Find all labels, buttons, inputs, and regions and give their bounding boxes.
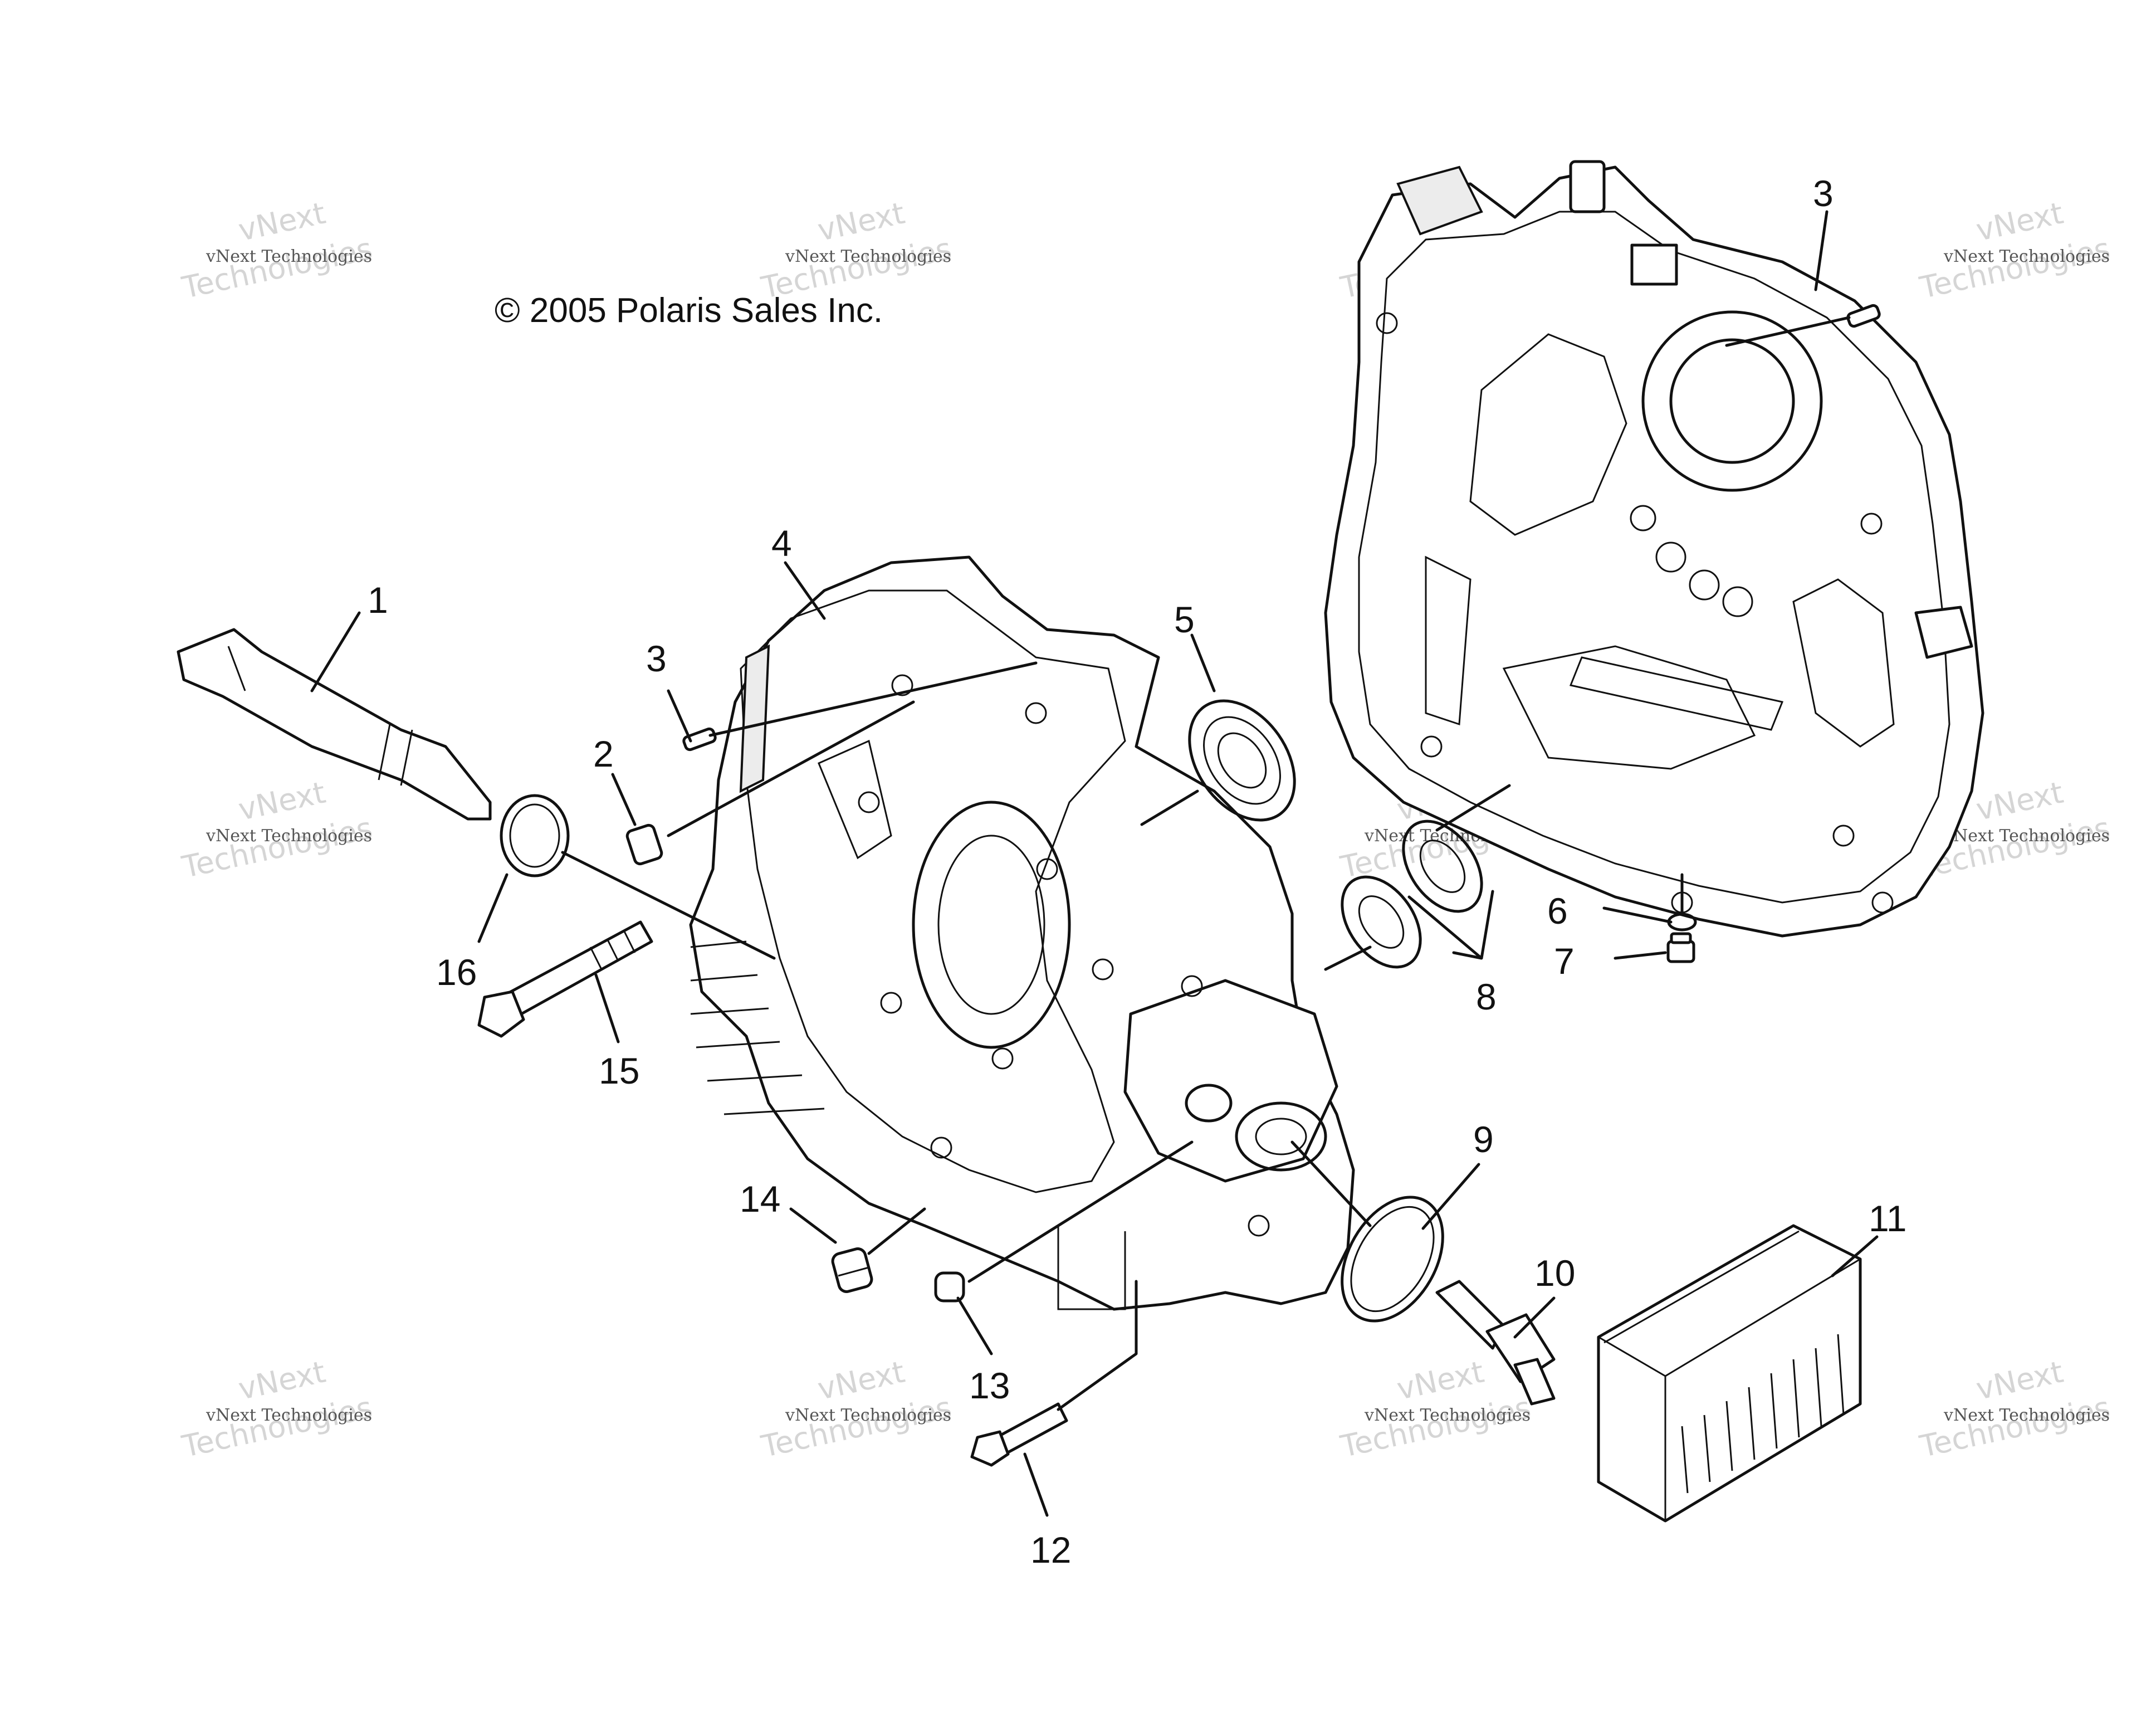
watermark-big-top: vNext <box>235 196 328 248</box>
main-bearing <box>1188 699 1296 822</box>
dowel-pin-right <box>1846 304 1881 328</box>
watermark-small: vNext Technologies <box>785 1406 951 1425</box>
plug-cap <box>934 1271 965 1303</box>
callout-3-left: 3 <box>646 638 667 679</box>
dipstick <box>177 628 492 821</box>
watermark-small: vNext Technologies <box>1943 1406 2110 1425</box>
watermark-big-bottom: Technologies <box>1337 1390 1534 1465</box>
watermark-small: vNext Technologies <box>785 247 951 266</box>
callout-labels: 1 2 3 3 4 5 6 7 8 9 10 11 12 13 14 15 16 <box>368 173 1907 1570</box>
callout-3-right: 3 <box>1813 173 1834 214</box>
watermark-big-bottom: Technologies <box>179 1390 375 1465</box>
watermark-small: vNext Technologies <box>1364 1406 1531 1425</box>
watermark-big-bottom: Technologies <box>758 1390 955 1465</box>
watermark-small: vNext Technologies <box>206 1406 372 1425</box>
callout-5: 5 <box>1174 599 1195 640</box>
callout-7: 7 <box>1554 940 1575 982</box>
callout-8: 8 <box>1476 976 1497 1017</box>
watermark-big-bottom: Technologies <box>179 811 375 885</box>
callout-6: 6 <box>1547 890 1568 931</box>
callout-2: 2 <box>593 733 614 774</box>
watermark-small: vNext Technologies <box>1943 826 2110 846</box>
watermark-big-top: vNext <box>1973 196 2066 248</box>
long-bolt <box>477 920 653 1038</box>
oil-plug <box>831 1247 873 1293</box>
gasket <box>1341 1196 1444 1323</box>
callout-1: 1 <box>368 579 388 621</box>
sealing-washer <box>1667 913 1697 931</box>
watermark-small: vNext Technologies <box>206 247 372 266</box>
callout-9: 9 <box>1473 1119 1494 1160</box>
watermark-big-top: vNext <box>1973 775 2066 827</box>
callout-16: 16 <box>436 952 477 993</box>
short-bolt <box>970 1402 1068 1467</box>
crankcase-left-half <box>689 555 1355 1311</box>
callout-14: 14 <box>740 1178 780 1220</box>
hose-fitting <box>1435 1280 1556 1406</box>
callout-4: 4 <box>771 523 792 564</box>
watermark-big-bottom: Technologies <box>1917 231 2113 306</box>
watermark-small: vNext Technologies <box>1943 247 2110 266</box>
watermark-big-top: vNext <box>235 1354 328 1407</box>
leader-lines <box>310 210 1879 1517</box>
watermark-big-top: vNext <box>814 1354 907 1407</box>
callout-13: 13 <box>969 1365 1010 1406</box>
watermark-big-top: vNext <box>1394 1354 1487 1407</box>
callout-15: 15 <box>599 1050 639 1091</box>
crankcase-right-half <box>1324 160 1984 938</box>
o-ring <box>500 794 570 877</box>
voltage-regulator <box>1597 1224 1862 1523</box>
callout-10: 10 <box>1534 1252 1575 1294</box>
bearing-pair <box>1341 820 1483 969</box>
watermark-small: vNext Technologies <box>206 826 372 846</box>
copyright-text: © 2005 Polaris Sales Inc. <box>495 291 883 330</box>
callout-12: 12 <box>1030 1529 1071 1570</box>
dowel-bushing <box>625 823 663 866</box>
watermark-big-top: vNext <box>235 775 328 827</box>
drain-plug <box>1666 932 1695 963</box>
watermark-big-top: vNext <box>1973 1354 2066 1407</box>
watermark-big-top: vNext <box>814 196 907 248</box>
callout-11: 11 <box>1869 1198 1907 1239</box>
watermark-big-bottom: Technologies <box>179 231 375 306</box>
watermark-big-bottom: Technologies <box>1917 1390 2113 1465</box>
